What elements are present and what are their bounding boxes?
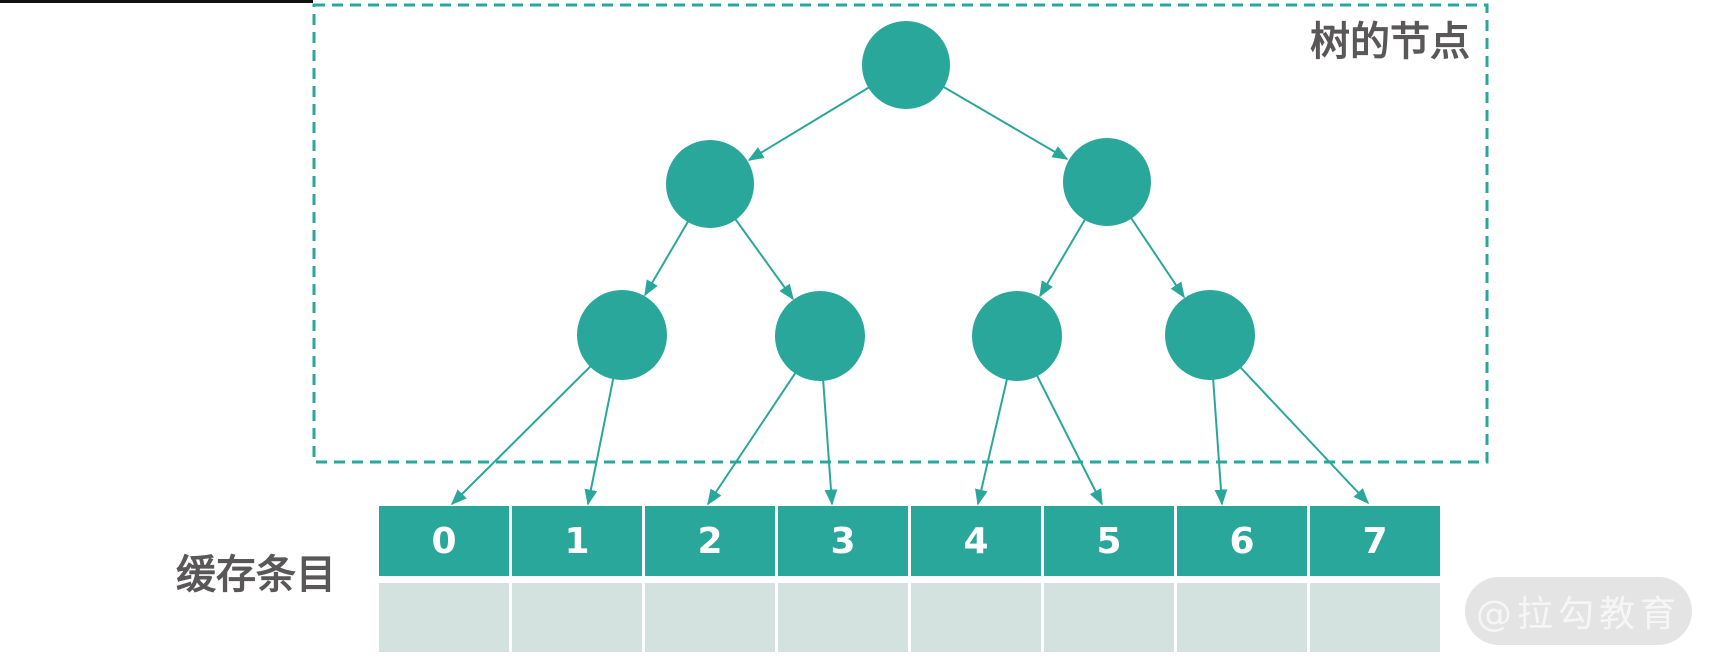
- tree-nodes: [577, 21, 1255, 381]
- cache-slot: [778, 583, 908, 652]
- tree-node-l2-right: [1063, 138, 1151, 226]
- tree-region-dashed-border: [312, 3, 1489, 464]
- cache-slot: [379, 583, 509, 652]
- cache-slot: [1310, 583, 1440, 652]
- tree-region-label: 树的节点: [1310, 19, 1470, 65]
- tree-node-root: [862, 21, 950, 109]
- cache-slot: [512, 583, 642, 652]
- cache-cell-0: 0: [379, 506, 509, 576]
- watermark-badge: @拉勾教育: [1465, 577, 1692, 645]
- cache-cell-2: 2: [645, 506, 775, 576]
- tree-node-l3-a: [577, 290, 667, 380]
- tree-node-l3-b: [775, 291, 865, 381]
- cache-cell-5: 5: [1044, 506, 1174, 576]
- cache-cell-4: 4: [911, 506, 1041, 576]
- cache-slot: [645, 583, 775, 652]
- cache-slot: [911, 583, 1041, 652]
- tree-edges: [450, 64, 1370, 506]
- cache-cell-1: 1: [512, 506, 642, 576]
- tree-node-l3-d: [1165, 290, 1255, 380]
- cache-row-label: 缓存条目: [176, 552, 336, 598]
- cache-cell-3: 3: [778, 506, 908, 576]
- cache-empty-row: [379, 583, 1440, 652]
- cache-cell-7: 7: [1310, 506, 1440, 576]
- slide-edge-line: [0, 0, 313, 3]
- cache-cell-6: 6: [1177, 506, 1307, 576]
- tree-node-l3-c: [972, 291, 1062, 381]
- cache-slot: [1044, 583, 1174, 652]
- tree-node-l2-left: [666, 140, 754, 228]
- cache-slot: [1177, 583, 1307, 652]
- cache-index-row: 0 1 2 3 4 5 6 7: [379, 506, 1440, 576]
